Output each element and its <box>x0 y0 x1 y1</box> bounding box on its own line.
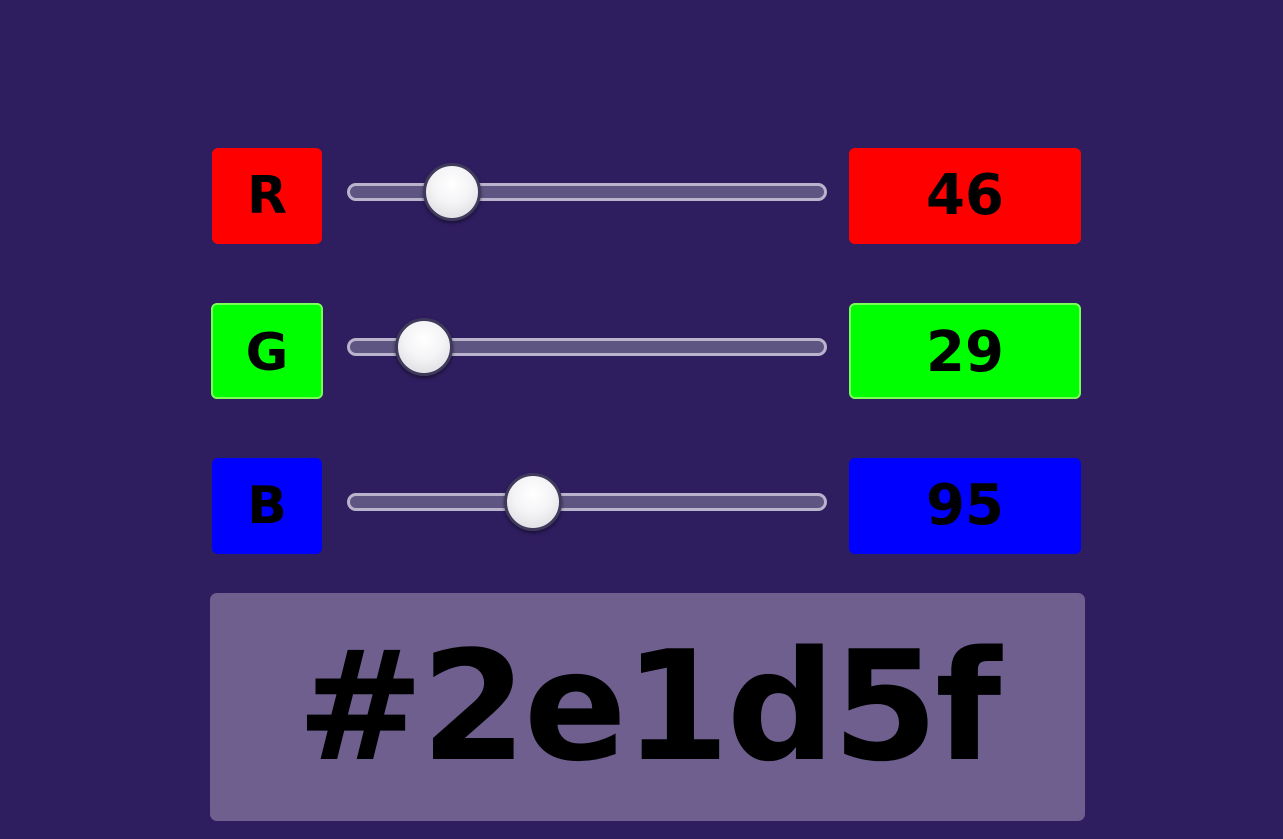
green-slider[interactable] <box>347 318 827 376</box>
green-channel-row: G 29 <box>211 302 1084 400</box>
green-channel-label: G <box>211 303 323 399</box>
blue-channel-row: B 95 <box>211 457 1084 555</box>
green-slider-thumb[interactable] <box>394 318 453 376</box>
red-slider-thumb[interactable] <box>423 163 482 221</box>
blue-value-display: 95 <box>849 458 1081 554</box>
blue-channel-label: B <box>212 458 322 554</box>
green-slider-track[interactable] <box>347 338 827 356</box>
red-channel-row: R 46 <box>211 147 1084 245</box>
red-channel-label: R <box>212 148 322 244</box>
blue-slider-track[interactable] <box>347 493 827 511</box>
green-value-display: 29 <box>849 303 1081 399</box>
red-value-display: 46 <box>849 148 1081 244</box>
red-slider[interactable] <box>347 163 827 221</box>
red-slider-track[interactable] <box>347 183 827 201</box>
blue-slider-thumb[interactable] <box>504 473 563 531</box>
blue-slider[interactable] <box>347 473 827 531</box>
hex-color-display: #2e1d5f <box>210 593 1085 821</box>
